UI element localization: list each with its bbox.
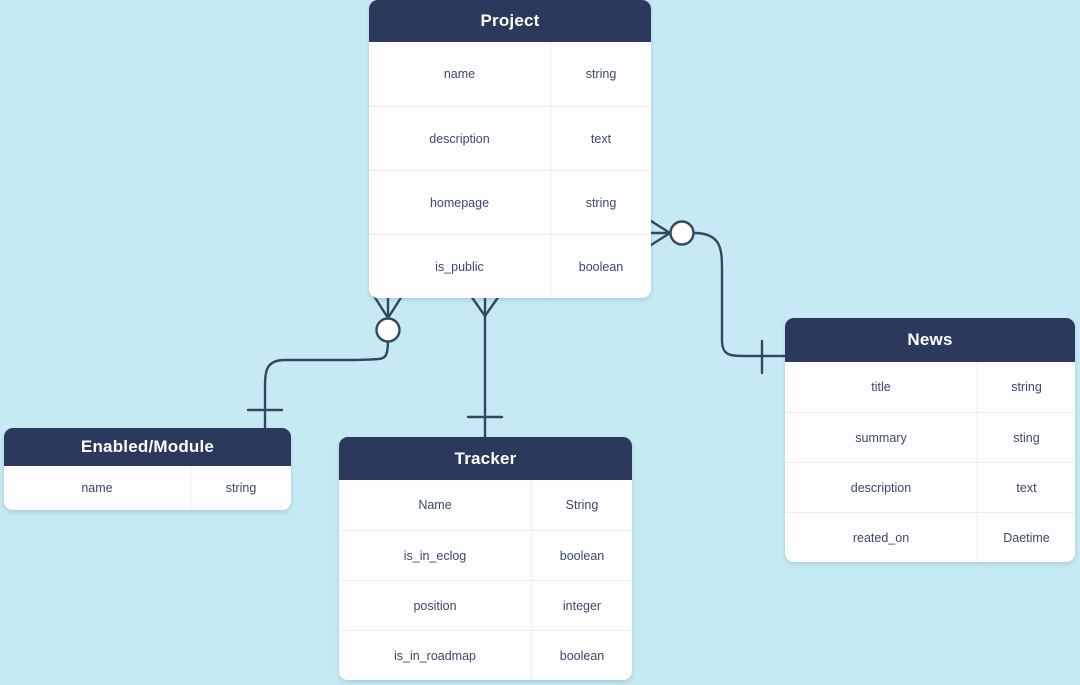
attribute-type: string: [1011, 380, 1042, 394]
entity-tracker-title: Tracker: [339, 437, 632, 480]
attribute-type: text: [590, 131, 612, 146]
attribute-row: is_in_roadmap boolean: [339, 630, 632, 680]
entity-tracker[interactable]: Tracker Name String is_in_eclog boolean …: [339, 437, 632, 680]
attribute-row: Name String: [339, 480, 632, 530]
attribute-name: is_in_eclog: [339, 531, 532, 580]
connector-line-project-enabled-module: [263, 328, 390, 430]
crowsfoot-left-project-enabled-module: [372, 294, 390, 320]
attribute-name: name: [4, 466, 191, 510]
attribute-type: boolean: [559, 548, 605, 563]
attribute-type: String: [565, 498, 599, 512]
attribute-name: summary: [785, 413, 978, 462]
attribute-type: sting: [1013, 430, 1040, 445]
attribute-name: description: [369, 107, 551, 170]
attribute-row: description text: [785, 462, 1075, 512]
relationship-project-enabled-module: [246, 294, 404, 430]
attribute-type: integer: [562, 598, 602, 613]
entity-news[interactable]: News title string summary sting descript…: [785, 318, 1075, 562]
attribute-type: string: [585, 67, 617, 81]
entity-news-title: News: [785, 318, 1075, 362]
connector-line-project-news: [692, 231, 787, 358]
relationship-project-tracker: [466, 294, 504, 439]
entity-enabled-module-attributes: name string: [4, 466, 291, 510]
attribute-type: string: [585, 195, 617, 210]
attribute-name: homepage: [369, 171, 551, 234]
attribute-type: boolean: [559, 648, 605, 663]
attribute-type: text: [1016, 480, 1037, 495]
cardinality-zero-ring-project-enabled-module: [375, 317, 401, 343]
crowsfoot-right-project-tracker: [483, 294, 501, 318]
attribute-name: is_public: [369, 235, 551, 298]
attribute-row: name string: [369, 42, 651, 106]
attribute-type: string: [225, 481, 257, 495]
attribute-row: description text: [369, 106, 651, 170]
attribute-row: reated_on Daetime: [785, 512, 1075, 562]
entity-enabled-module-title: Enabled/Module: [4, 428, 291, 466]
attribute-row: name string: [4, 466, 291, 510]
crowsfoot-left-project-tracker: [469, 294, 487, 318]
entity-news-attributes: title string summary sting description t…: [785, 362, 1075, 562]
entity-project-title: Project: [369, 0, 651, 42]
entity-tracker-attributes: Name String is_in_eclog boolean position…: [339, 480, 632, 680]
cardinality-zero-ring-project-news: [669, 220, 695, 246]
crowsfoot-bottom-project-news: [649, 231, 672, 247]
attribute-name: title: [785, 362, 978, 412]
attribute-name: is_in_roadmap: [339, 631, 532, 680]
attribute-row: is_public boolean: [369, 234, 651, 298]
attribute-row: title string: [785, 362, 1075, 412]
attribute-row: summary sting: [785, 412, 1075, 462]
attribute-name: name: [369, 42, 551, 106]
attribute-name: Name: [339, 480, 532, 530]
attribute-name: position: [339, 581, 532, 630]
entity-project-attributes: name string description text homepage st…: [369, 42, 651, 298]
crowsfoot-right-project-enabled-module: [386, 294, 404, 320]
attribute-row: position integer: [339, 580, 632, 630]
attribute-row: is_in_eclog boolean: [339, 530, 632, 580]
entity-project[interactable]: Project name string description text hom…: [369, 0, 651, 298]
attribute-type: boolean: [578, 259, 624, 274]
attribute-name: reated_on: [785, 513, 978, 562]
crowsfoot-top-project-news: [649, 219, 672, 235]
attribute-row: homepage string: [369, 170, 651, 234]
attribute-type: Daetime: [1003, 530, 1050, 545]
entity-enabled-module[interactable]: Enabled/Module name string: [4, 428, 291, 510]
attribute-name: description: [785, 463, 978, 512]
relationship-project-news: [649, 219, 787, 375]
